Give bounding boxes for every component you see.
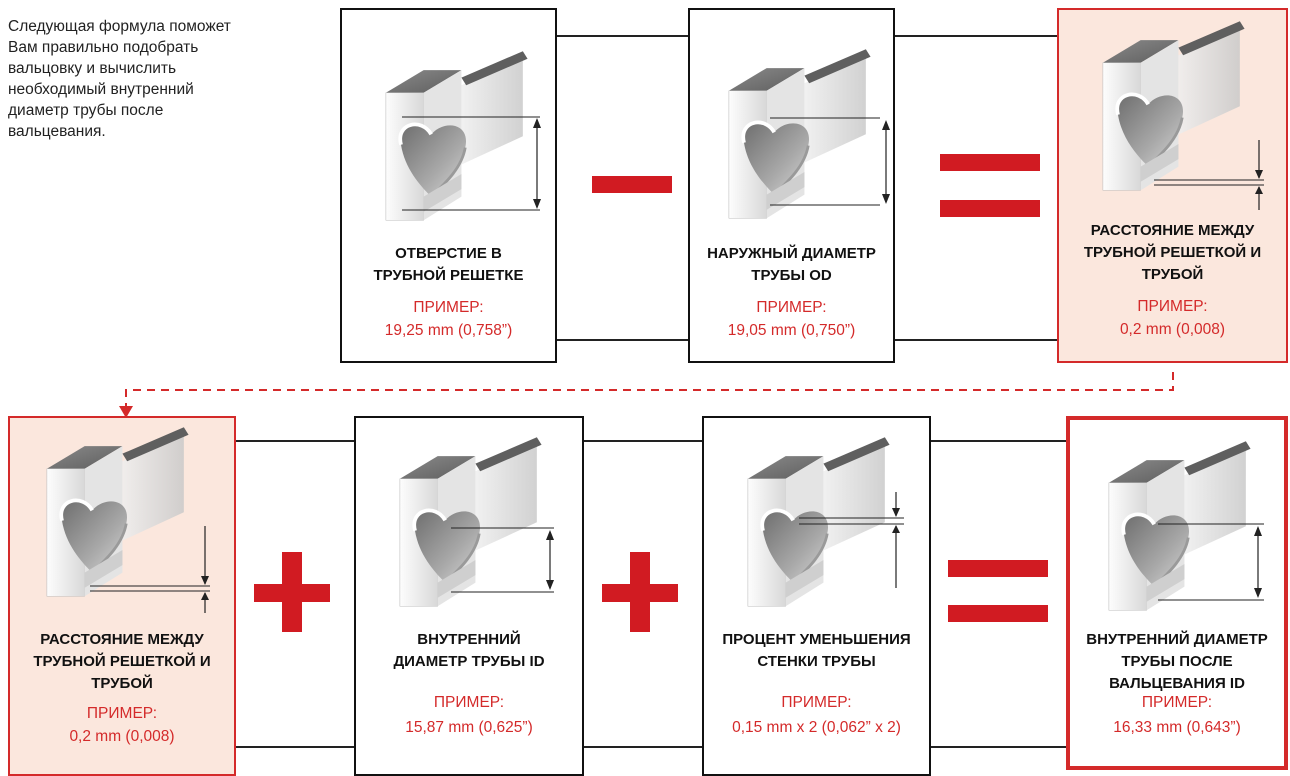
example-label: ПРИМЕР: <box>756 299 827 316</box>
tube-illustration <box>383 50 541 223</box>
equals-operator-bottom <box>940 200 1040 217</box>
example-label: ПРИМЕР: <box>1137 298 1208 315</box>
example-label: ПРИМЕР: <box>413 299 484 316</box>
example-value: 0,2 mm (0,008) <box>69 728 175 745</box>
card-final-id: ВНУТРЕННИЙ ДИАМЕТР ТРУБЫ ПОСЛЕ ВАЛЬЦЕВАН… <box>1066 416 1288 770</box>
minus-operator <box>592 176 672 193</box>
example-value: 19,25 mm (0,758”) <box>384 322 513 339</box>
tube-illustration <box>1100 20 1264 210</box>
plus-operator-horizontal <box>254 584 330 602</box>
card-gap-result: РАССТОЯНИЕ МЕЖДУ ТРУБНОЙ РЕШЕТКОЙ И ТРУБ… <box>1057 8 1288 363</box>
example-value: 0,2 mm (0,008) <box>1119 321 1226 338</box>
equals-operator-top <box>940 154 1040 171</box>
example-label: ПРИМЕР: <box>1141 694 1213 711</box>
example-value: 16,33 mm (0,643”) <box>1113 719 1241 736</box>
tube-illustration <box>726 48 890 221</box>
example-label: ПРИМЕР: <box>781 694 852 711</box>
flow-arrow <box>119 372 1174 418</box>
tube-illustration <box>397 436 554 609</box>
tube-illustration <box>1106 440 1264 613</box>
card-title: ВНУТРЕННИЙ ДИАМЕТР ТРУБЫ ПОСЛЕ ВАЛЬЦЕВАН… <box>1086 631 1268 692</box>
tube-illustration <box>745 436 904 609</box>
equals-operator-top <box>948 560 1048 577</box>
tube-illustration <box>44 426 210 613</box>
example-value: 0,15 mm x 2 (0,062” x 2) <box>732 719 901 736</box>
equals-operator-bottom <box>948 605 1048 622</box>
card-title: НАРУЖНЫЙ ДИАМЕТР ТРУБЫ OD <box>707 245 876 284</box>
card-tube-id: ВНУТРЕННИЙ ДИАМЕТР ТРУБЫ ID ПРИМЕР: 15,8… <box>354 416 584 776</box>
connector-line <box>555 339 690 341</box>
example-value: 15,87 mm (0,625”) <box>405 719 533 736</box>
example-value: 19,05 mm (0,750”) <box>727 322 856 339</box>
plus-operator-horizontal <box>602 584 678 602</box>
connector-line <box>893 35 1059 37</box>
example-label: ПРИМЕР: <box>86 705 158 722</box>
connector-line <box>234 440 356 442</box>
card-tubesheet-hole: ОТВЕРСТИЕ В ТРУБНОЙ РЕШЕТКЕ ПРИМЕР: 19,2… <box>340 8 557 363</box>
card-title: ВНУТРЕННИЙ ДИАМЕТР ТРУБЫ ID <box>393 631 545 670</box>
connector-line <box>929 746 1067 748</box>
example-label: ПРИМЕР: <box>433 694 505 711</box>
card-title: ОТВЕРСТИЕ В ТРУБНОЙ РЕШЕТКЕ <box>373 245 524 284</box>
connector-line <box>234 746 356 748</box>
card-tube-od: НАРУЖНЫЙ ДИАМЕТР ТРУБЫ OD ПРИМЕР: 19,05 … <box>688 8 895 363</box>
card-title: РАССТОЯНИЕ МЕЖДУ ТРУБНОЙ РЕШЕТКОЙ И ТРУБ… <box>33 631 211 692</box>
connector-line <box>893 339 1059 341</box>
card-title: ПРОЦЕНТ УМЕНЬШЕНИЯ СТЕНКИ ТРУБЫ <box>722 631 911 670</box>
connector-line <box>582 746 704 748</box>
intro-text: Следующая формула поможет Вам правильно … <box>8 18 231 140</box>
card-wall-reduction: ПРОЦЕНТ УМЕНЬШЕНИЯ СТЕНКИ ТРУБЫ ПРИМЕР: … <box>702 416 931 776</box>
connector-line <box>929 440 1067 442</box>
connector-line <box>555 35 690 37</box>
card-gap-input: РАССТОЯНИЕ МЕЖДУ ТРУБНОЙ РЕШЕТКОЙ И ТРУБ… <box>8 416 236 776</box>
card-title: РАССТОЯНИЕ МЕЖДУ ТРУБНОЙ РЕШЕТКОЙ И ТРУБ… <box>1083 222 1262 283</box>
connector-line <box>582 440 704 442</box>
